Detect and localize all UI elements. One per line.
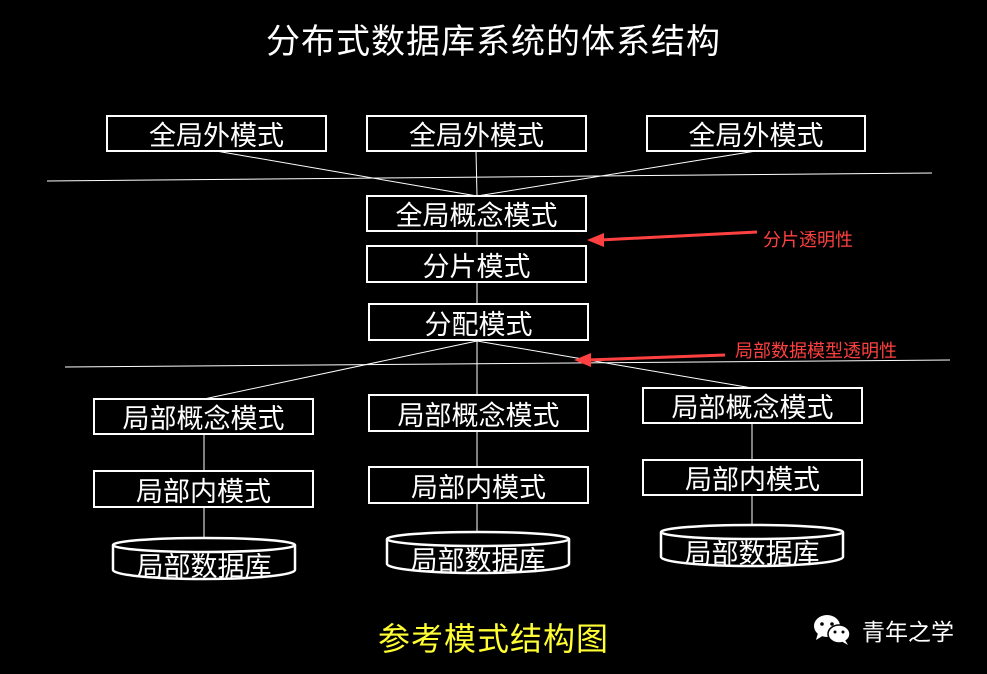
- local-internal-schema-box: 局部内模式: [93, 470, 314, 508]
- fragment-schema-box: 分片模式: [366, 245, 587, 283]
- local-database-cylinder: 局部数据库: [385, 530, 571, 577]
- separator-line-lower: [64, 359, 951, 368]
- global-external-schema-box: 全局外模式: [106, 115, 327, 152]
- brand-watermark: 青年之学: [812, 610, 954, 650]
- global-external-schema-box: 全局外模式: [366, 115, 587, 152]
- diagram-title: 分布式数据库系统的体系结构: [266, 22, 721, 62]
- local-model-transparency-note: 局部数据模型透明性: [735, 341, 897, 362]
- local-database-label: 局部数据库: [410, 546, 546, 577]
- global-external-schema-box: 全局外模式: [646, 115, 866, 152]
- local-conceptual-schema-box: 局部概念模式: [93, 398, 314, 435]
- database-cylinder-icon: [111, 536, 297, 581]
- diagram-caption: 参考模式结构图: [377, 620, 609, 658]
- local-conceptual-schema-box: 局部概念模式: [642, 387, 863, 424]
- fragment-arrow: [599, 230, 758, 242]
- connector: [476, 340, 753, 389]
- allocation-schema-box: 分配模式: [368, 303, 589, 341]
- local-internal-schema-box: 局部内模式: [642, 459, 863, 496]
- connector: [475, 150, 478, 197]
- fragment-arrowhead: [587, 233, 604, 247]
- local-database-label: 局部数据库: [684, 539, 820, 570]
- local-model-arrow: [587, 353, 726, 362]
- local-database-cylinder: 局部数据库: [659, 523, 845, 570]
- database-cylinder-icon: [385, 530, 571, 575]
- global-conceptual-schema-box: 全局概念模式: [366, 195, 587, 232]
- connector: [203, 340, 478, 400]
- local-model-arrowhead: [574, 353, 591, 367]
- local-conceptual-schema-box: 局部概念模式: [368, 394, 589, 432]
- local-database-cylinder: 局部数据库: [111, 536, 297, 583]
- fragment-transparency-note: 分片透明性: [763, 230, 853, 251]
- connector: [215, 150, 478, 197]
- connector: [476, 150, 757, 197]
- local-internal-schema-box: 局部内模式: [368, 466, 589, 504]
- wechat-icon: [814, 615, 851, 645]
- local-database-label: 局部数据库: [136, 552, 272, 583]
- database-cylinder-icon: [659, 523, 845, 568]
- brand-name: 青年之学: [862, 620, 954, 646]
- separator-line-upper: [46, 172, 933, 182]
